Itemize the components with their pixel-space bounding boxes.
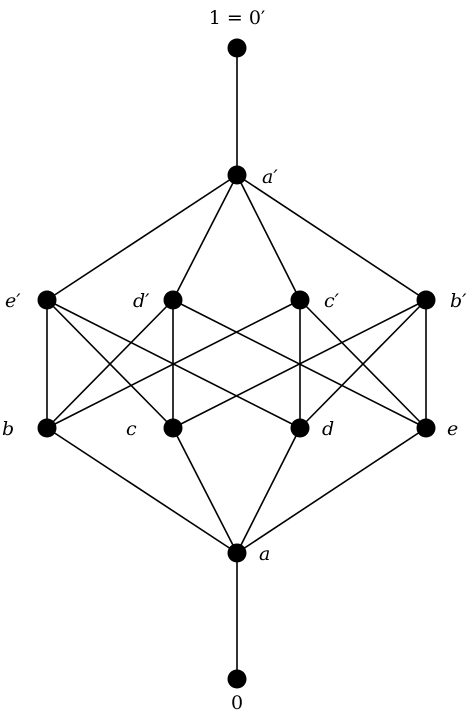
node-a bbox=[227, 543, 247, 563]
label-c_prime: c′ bbox=[324, 290, 340, 312]
node-d bbox=[290, 418, 310, 438]
node-c bbox=[163, 418, 183, 438]
edge-a_prime-d_prime bbox=[172, 174, 238, 301]
label-d_prime: d′ bbox=[133, 290, 150, 312]
node-a_prime bbox=[227, 165, 247, 185]
edge-c-a bbox=[172, 427, 238, 554]
label-e: e bbox=[447, 418, 458, 440]
label-e_prime: e′ bbox=[5, 290, 21, 312]
edge-c_prime-b bbox=[46, 299, 301, 429]
node-b_prime bbox=[416, 290, 436, 310]
node-e bbox=[416, 418, 436, 438]
label-a_prime: a′ bbox=[262, 166, 278, 188]
edge-d-a bbox=[236, 427, 301, 554]
label-b: b bbox=[2, 418, 14, 440]
label-a: a bbox=[259, 543, 270, 565]
node-one bbox=[227, 38, 247, 58]
edge-a_prime-c_prime bbox=[236, 174, 301, 301]
label-d: d bbox=[322, 418, 334, 440]
node-e_prime bbox=[37, 290, 57, 310]
label-one: 1 = 0′ bbox=[209, 7, 266, 29]
label-c: c bbox=[126, 418, 137, 440]
edge-a_prime-b_prime bbox=[236, 174, 427, 301]
nodes bbox=[37, 38, 436, 689]
label-b_prime: b′ bbox=[450, 290, 467, 312]
edges bbox=[46, 48, 427, 679]
labels: 1 = 0′ a′ e′ d′ c′ b′ b c d e a 0 bbox=[2, 7, 467, 714]
node-d_prime bbox=[163, 290, 183, 310]
edge-e-a bbox=[236, 427, 427, 554]
edge-d_prime-b bbox=[46, 299, 174, 429]
edge-a_prime-e_prime bbox=[46, 174, 238, 301]
node-c_prime bbox=[290, 290, 310, 310]
edge-b_prime-c bbox=[172, 299, 427, 429]
node-zero bbox=[227, 669, 247, 689]
edge-b_prime-d bbox=[299, 299, 427, 429]
node-b bbox=[37, 418, 57, 438]
edge-b-a bbox=[46, 427, 238, 554]
label-zero: 0 bbox=[231, 692, 243, 714]
